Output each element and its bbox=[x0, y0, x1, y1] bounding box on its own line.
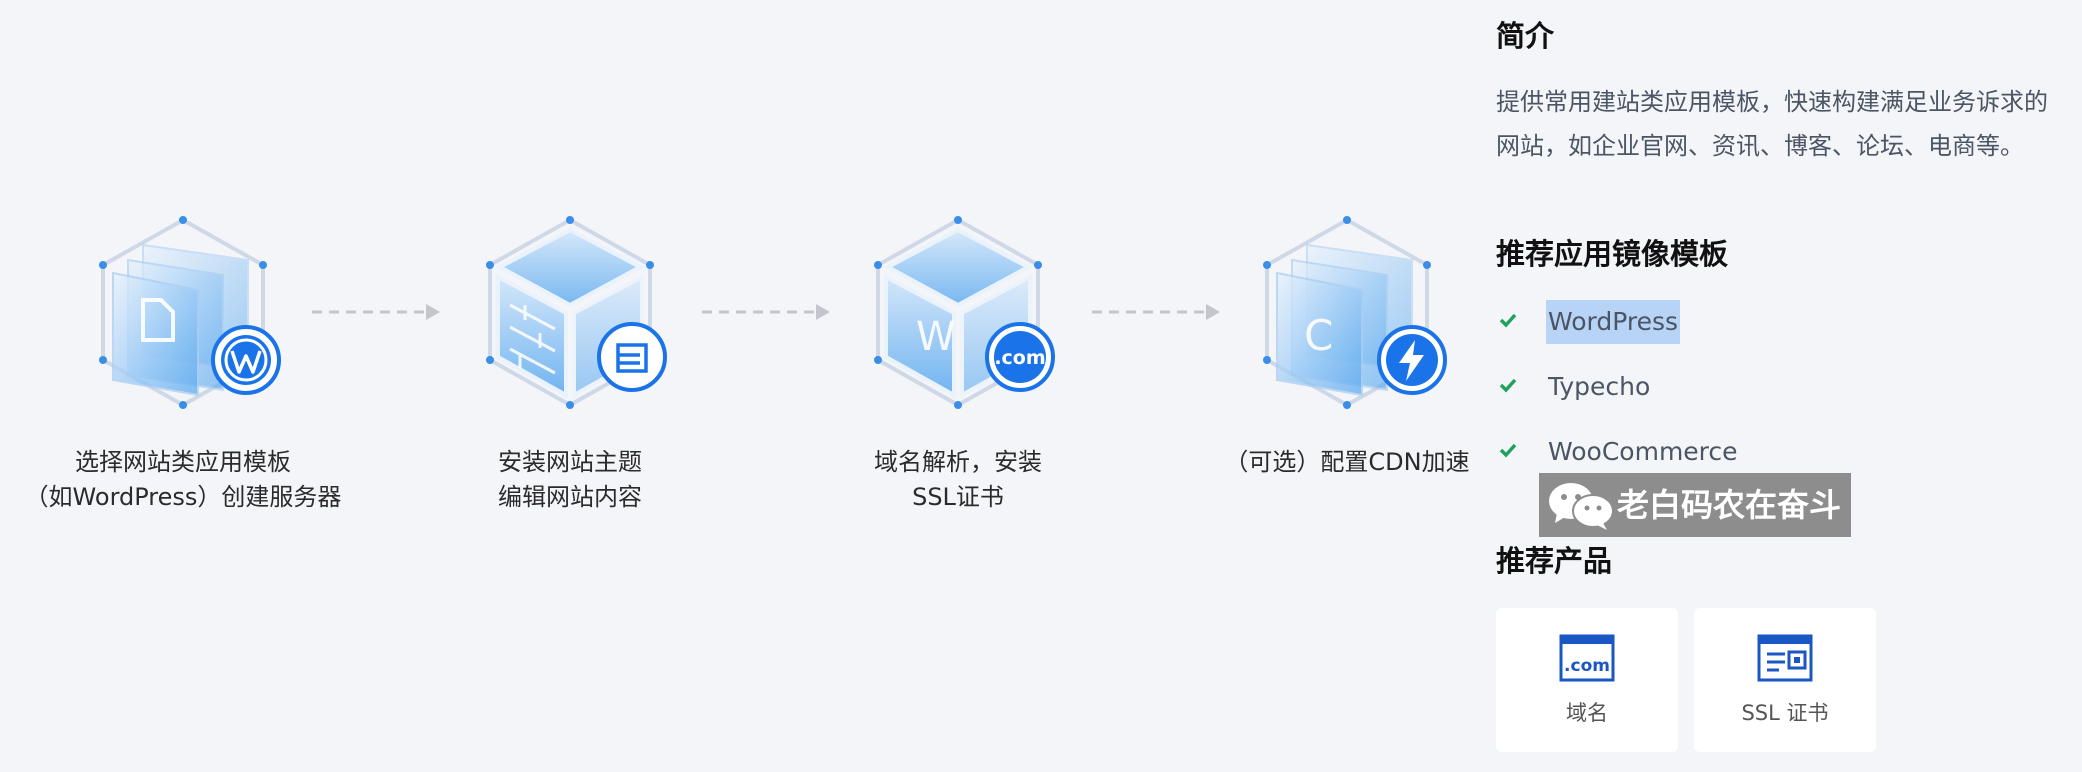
svg-text:C: C bbox=[1304, 311, 1333, 360]
product-card-domain[interactable]: .com 域名 bbox=[1496, 608, 1678, 752]
domain-com-icon: .com bbox=[1559, 634, 1615, 682]
ssl-certificate-icon bbox=[1757, 634, 1813, 682]
theme-cube-illustration bbox=[486, 216, 667, 409]
template-item-wordpress[interactable]: WordPress bbox=[1496, 300, 1896, 344]
template-item-typecho[interactable]: Typecho bbox=[1496, 365, 1896, 409]
check-icon bbox=[1499, 378, 1517, 393]
step-configure-cdn-caption: （可选）配置CDN加速 bbox=[1224, 448, 1470, 476]
dot-com-icon: .com bbox=[985, 322, 1055, 392]
step-select-template: 选择网站类应用模板 （如WordPress）创建服务器 bbox=[13, 205, 353, 525]
domain-cube-illustration: W .com bbox=[874, 216, 1055, 409]
step-domain-ssl-caption: 域名解析，安装 SSL证书 bbox=[874, 448, 1042, 511]
product-label: SSL 证书 bbox=[1741, 701, 1829, 725]
arrow-right-icon bbox=[312, 304, 440, 320]
product-label: 域名 bbox=[1566, 701, 1608, 725]
step-domain-ssl: W .com 域名解析，安装 SSL证书 bbox=[788, 205, 1128, 525]
theme-editor-icon bbox=[597, 322, 667, 392]
template-name: WordPress bbox=[1546, 300, 1681, 344]
wechat-watermark: 老白码农在奋斗 bbox=[1539, 473, 1851, 537]
step-install-theme: 安装网站主题 编辑网站内容 bbox=[400, 205, 740, 525]
wordpress-icon bbox=[211, 325, 281, 395]
svg-text:.com: .com bbox=[1564, 656, 1610, 676]
step-install-theme-caption: 安装网站主题 编辑网站内容 bbox=[498, 448, 642, 511]
template-name: Typecho bbox=[1548, 372, 1651, 401]
templates-title: 推荐应用镜像模板 bbox=[1496, 237, 1729, 271]
cdn-cube-illustration: C bbox=[1263, 216, 1447, 409]
products-title: 推荐产品 bbox=[1496, 544, 1613, 578]
intro-text: 提供常用建站类应用模板，快速构建满足业务诉求的 网站，如企业官网、资讯、博客、论… bbox=[1496, 88, 2048, 160]
arrow-right-icon bbox=[1092, 304, 1220, 320]
step-configure-cdn: C （可选）配置CDN加速 bbox=[1177, 205, 1517, 525]
check-icon bbox=[1499, 313, 1517, 328]
template-item-woocommerce[interactable]: WooCommerce bbox=[1496, 430, 1896, 474]
workflow-diagram: 选择网站类应用模板 （如WordPress）创建服务器 bbox=[13, 205, 1470, 525]
watermark-text: 老白码农在奋斗 bbox=[1617, 486, 1842, 524]
svg-text:W: W bbox=[916, 314, 956, 360]
info-panel: 简介 提供常用建站类应用模板，快速构建满足业务诉求的 网站，如企业官网、资讯、博… bbox=[1496, 0, 2082, 772]
intro-title: 简介 bbox=[1496, 19, 1555, 53]
wordpress-cube-illustration bbox=[99, 216, 281, 409]
step-select-template-caption: 选择网站类应用模板 （如WordPress）创建服务器 bbox=[24, 448, 342, 511]
product-card-ssl[interactable]: SSL 证书 bbox=[1694, 608, 1876, 752]
wechat-icon bbox=[1549, 483, 1614, 530]
lightning-icon bbox=[1377, 325, 1447, 395]
check-icon bbox=[1499, 443, 1517, 458]
arrow-right-icon bbox=[702, 304, 830, 320]
template-name: WooCommerce bbox=[1548, 437, 1738, 466]
svg-text:.com: .com bbox=[994, 347, 1045, 369]
